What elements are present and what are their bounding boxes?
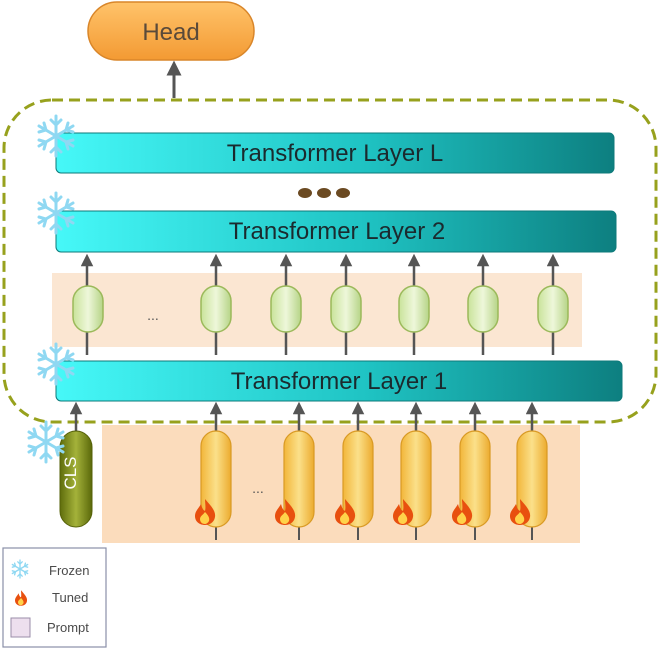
snowflake-icon xyxy=(27,420,65,464)
input-ellipsis: ... xyxy=(252,480,264,496)
cls-label: CLS xyxy=(61,456,80,489)
prompt-token xyxy=(342,430,374,528)
input-prompt-tokens xyxy=(200,430,548,528)
layer-1-label: Transformer Layer 1 xyxy=(231,368,448,395)
token-pill xyxy=(537,285,569,333)
mid-ellipsis: ... xyxy=(147,307,159,323)
transformer-layer-2: Transformer Layer 2 xyxy=(55,210,617,253)
input-prompt-region xyxy=(102,425,580,543)
token-pill xyxy=(200,285,232,333)
head-block: Head xyxy=(87,1,255,61)
intermediate-prompt-region xyxy=(52,273,582,347)
prompt-token xyxy=(283,430,315,528)
layer-ellipsis xyxy=(298,188,350,198)
legend-tuned: Tuned xyxy=(52,590,88,605)
transformer-layer-l: Transformer Layer L xyxy=(55,132,615,174)
legend: Frozen Tuned Prompt xyxy=(2,547,107,648)
transformer-layer-1: Transformer Layer 1 xyxy=(55,360,623,402)
frozen-backbone-box xyxy=(2,98,658,424)
prompt-token xyxy=(200,430,232,528)
token-pill xyxy=(330,285,362,333)
head-label: Head xyxy=(142,19,199,46)
token-pill xyxy=(467,285,499,333)
prompt-token xyxy=(516,430,548,528)
layer-l-label: Transformer Layer L xyxy=(227,140,444,167)
token-pill xyxy=(270,285,302,333)
legend-prompt: Prompt xyxy=(47,620,89,635)
legend-frozen: Frozen xyxy=(49,563,89,578)
prompt-token xyxy=(459,430,491,528)
legend-prompt-swatch xyxy=(10,617,31,638)
cls-token: CLS xyxy=(59,430,93,528)
layer-2-label: Transformer Layer 2 xyxy=(229,218,446,245)
token-pill xyxy=(398,285,430,333)
prompt-token xyxy=(400,430,432,528)
input-arrows xyxy=(69,401,539,432)
intermediate-tokens xyxy=(72,285,569,333)
token-pill xyxy=(72,285,104,333)
